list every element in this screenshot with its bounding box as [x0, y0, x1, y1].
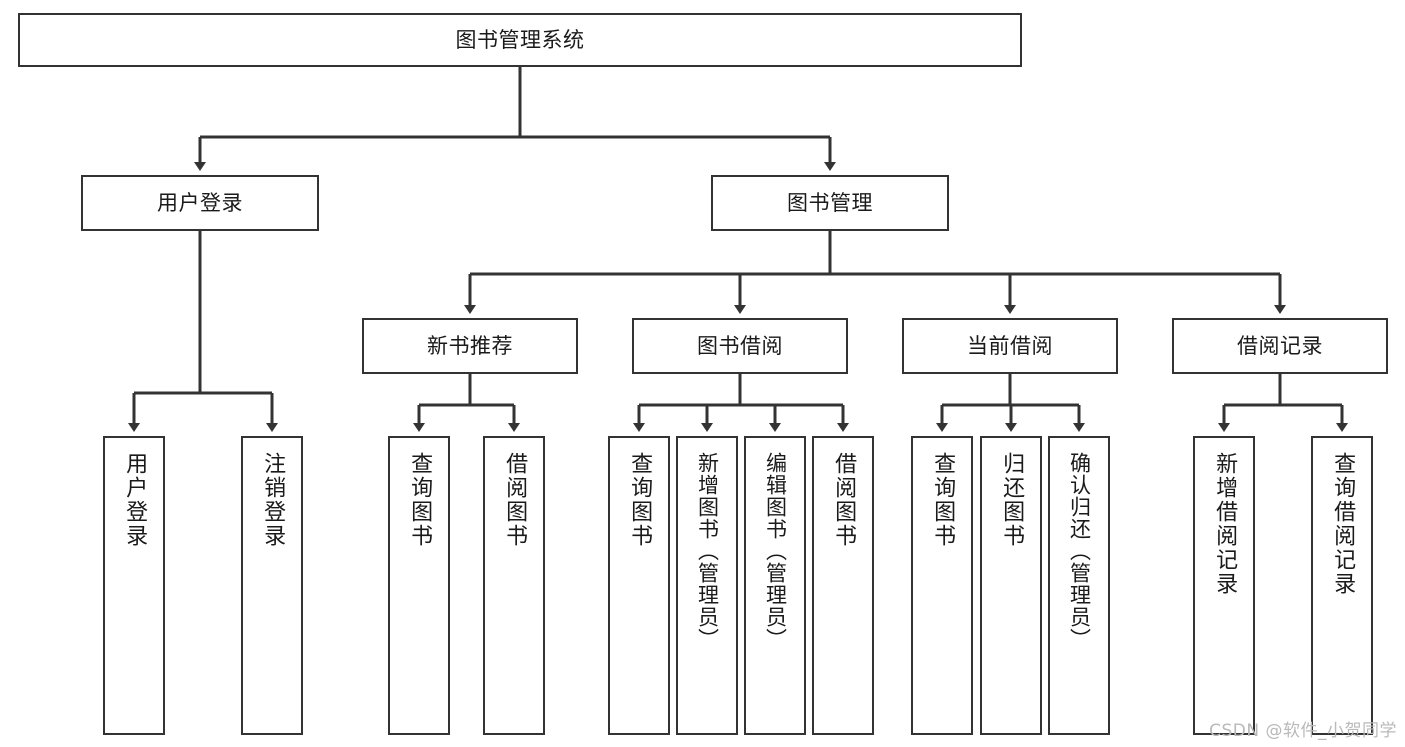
node-leaf-edit-book-label: 编辑图书（管理员） [763, 452, 788, 650]
node-leaf-add-book[interactable]: 新增图书（管理员） [676, 436, 738, 735]
node-current-borrow[interactable]: 当前借阅 [902, 318, 1118, 374]
node-borrow-record-label: 借阅记录 [1237, 333, 1323, 358]
node-leaf-query-book-1-label: 查询图书 [407, 452, 433, 548]
connector-group-user-login [128, 231, 278, 432]
node-leaf-borrow-book-1-label: 借阅图书 [502, 452, 528, 548]
node-leaf-add-record-label: 新增借阅记录 [1212, 452, 1238, 596]
node-leaf-user-logout[interactable]: 注销登录 [241, 436, 303, 735]
node-borrow-record[interactable]: 借阅记录 [1172, 318, 1388, 374]
node-leaf-user-login[interactable]: 用户登录 [103, 436, 165, 735]
node-root[interactable]: 图书管理系统 [18, 13, 1022, 67]
node-book-borrow-label: 图书借阅 [697, 333, 783, 358]
node-leaf-query-book-1[interactable]: 查询图书 [388, 436, 450, 735]
node-new-book-recommend-label: 新书推荐 [427, 333, 513, 358]
node-leaf-borrow-book-2-label: 借阅图书 [831, 452, 857, 548]
node-root-label: 图书管理系统 [455, 27, 585, 52]
connector-group-current-borrow [936, 374, 1085, 432]
node-book-borrow[interactable]: 图书借阅 [632, 318, 848, 374]
node-leaf-add-record[interactable]: 新增借阅记录 [1193, 436, 1255, 735]
connector-group-book-manage [464, 231, 1286, 314]
connector-group-borrow-record [1218, 374, 1348, 432]
node-current-borrow-label: 当前借阅 [967, 333, 1053, 358]
node-leaf-query-book-3[interactable]: 查询图书 [911, 436, 973, 735]
node-leaf-query-book-2-label: 查询图书 [627, 452, 653, 548]
node-leaf-confirm-return[interactable]: 确认归还（管理员） [1048, 436, 1110, 735]
node-leaf-query-record[interactable]: 查询借阅记录 [1311, 436, 1373, 735]
connector-group-new-book-recommend [413, 374, 520, 432]
node-leaf-borrow-book-1[interactable]: 借阅图书 [483, 436, 545, 735]
node-leaf-add-book-label: 新增图书（管理员） [695, 452, 720, 650]
node-leaf-borrow-book-2[interactable]: 借阅图书 [812, 436, 874, 735]
node-new-book-recommend[interactable]: 新书推荐 [362, 318, 578, 374]
connector-group-root [194, 67, 836, 171]
node-user-login[interactable]: 用户登录 [81, 175, 319, 231]
watermark: CSDN @软件_小贺同学 [1209, 721, 1397, 741]
node-leaf-return-book-label: 归还图书 [999, 452, 1025, 548]
node-leaf-query-record-label: 查询借阅记录 [1330, 452, 1356, 596]
node-book-manage[interactable]: 图书管理 [711, 175, 949, 231]
node-leaf-user-logout-label: 注销登录 [260, 452, 286, 548]
connector-group-book-borrow [633, 374, 849, 432]
node-leaf-query-book-2[interactable]: 查询图书 [608, 436, 670, 735]
node-leaf-edit-book[interactable]: 编辑图书（管理员） [744, 436, 806, 735]
node-leaf-confirm-return-label: 确认归还（管理员） [1067, 452, 1092, 650]
node-leaf-query-book-3-label: 查询图书 [930, 452, 956, 548]
node-book-manage-label: 图书管理 [787, 190, 873, 215]
node-leaf-return-book[interactable]: 归还图书 [980, 436, 1042, 735]
node-user-login-label: 用户登录 [157, 190, 243, 215]
node-leaf-user-login-label: 用户登录 [122, 452, 148, 548]
